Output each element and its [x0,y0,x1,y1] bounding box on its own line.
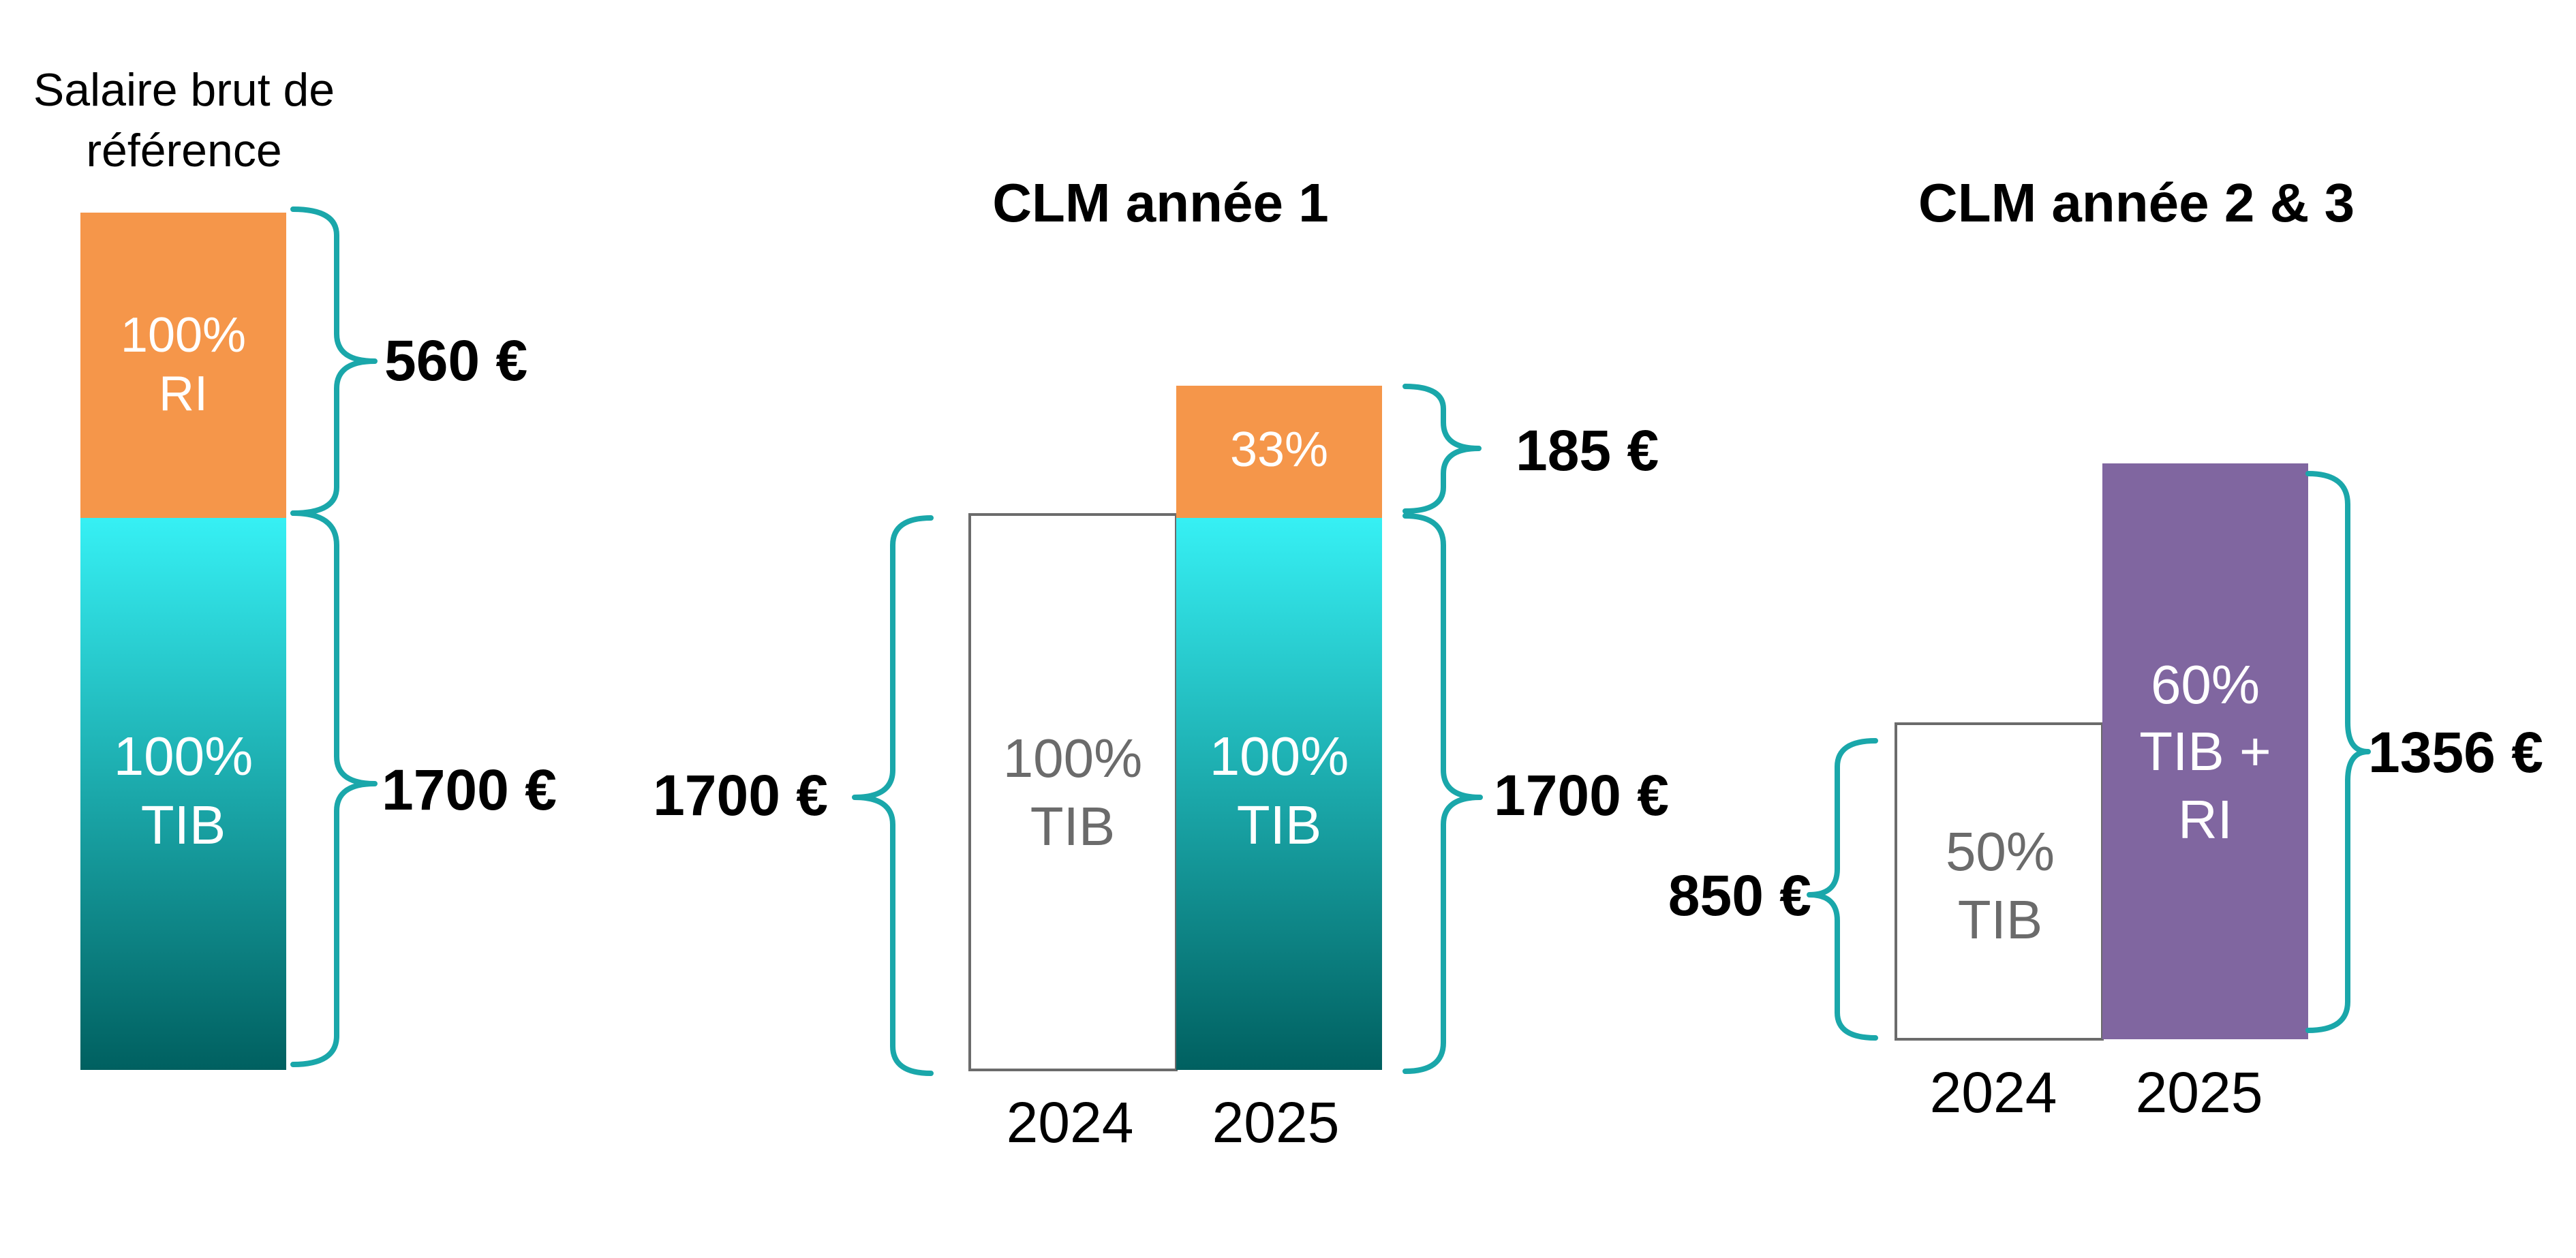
reference-ri-brace [290,206,378,516]
clm-year1-year-2024: 2024 [1007,1090,1134,1154]
clm-year23-left-brace [1807,738,1878,1041]
reference-tib-amount: 1700 € [382,758,557,822]
clm-year23-bar-2025 [2102,463,2308,1039]
clm-year1-top-brace [1402,384,1482,514]
clm-year23-title: CLM année 2 & 3 [1918,172,2355,233]
reference-tib-pct: 100% [114,726,254,786]
clm-year23-section: CLM année 2 & 3 850 € 50% TIB 60% TIB + … [1668,172,2543,1124]
clm-year1-left-brace [852,515,934,1076]
reference-title-line2: référence [86,125,281,177]
clm-year23-year-2025: 2025 [2136,1060,2263,1124]
reference-tib-label: TIB [141,795,226,855]
clm-year23-bar-2025-pct: 60% [2151,654,2260,715]
reference-ri-bar [80,213,286,518]
clm-year1-box-2024-label: TIB [1030,796,1115,857]
clm-year23-right-amount: 1356 € [2368,720,2543,784]
reference-ri-pct: 100% [121,308,246,363]
reference-ri-amount: 560 € [384,328,527,393]
clm-year1-left-amount: 1700 € [653,763,828,827]
clm-year1-right-amount: 1700 € [1494,763,1669,827]
reference-section: Salaire brut de référence 100% RI 100% T… [33,64,557,1070]
clm-year1-bar-2025-label: TIB [1237,795,1321,855]
clm-year1-box-2024 [968,513,1178,1071]
clm-year23-year-2024: 2024 [1930,1060,2057,1124]
reference-tib-brace [290,510,378,1067]
reference-tib-bar [80,518,286,1070]
clm-year23-box-2024-label: TIB [1958,889,2042,950]
clm-year23-box-2024-pct: 50% [1946,821,2055,882]
clm-year23-bar-2025-label2: RI [2178,789,2233,850]
clm-year23-right-brace [2305,471,2371,1033]
clm-year1-section: CLM année 1 1700 € 100% TIB 33% 100% TIB… [653,172,1669,1154]
clm-year1-bar-2025-top [1176,386,1382,518]
clm-year1-title: CLM année 1 [992,172,1328,233]
clm-year1-bar-2025-pct: 100% [1210,726,1349,786]
clm-year1-right-brace [1402,513,1483,1074]
clm-year23-box-2024 [1895,722,2104,1041]
clm-year1-bar-2025-bottom [1176,518,1382,1070]
clm-year1-top-amount: 185 € [1516,418,1659,482]
clm-year1-year-2025: 2025 [1212,1090,1340,1154]
clm-year1-box-2024-pct: 100% [1003,728,1143,788]
clm-year1-bar-2025-top-pct: 33% [1230,423,1328,477]
clm-year23-bar-2025-label1: TIB + [2139,721,2271,782]
reference-ri-label: RI [159,367,208,421]
clm-year23-left-amount: 850 € [1668,863,1811,927]
reference-title-line1: Salaire brut de [33,64,335,116]
